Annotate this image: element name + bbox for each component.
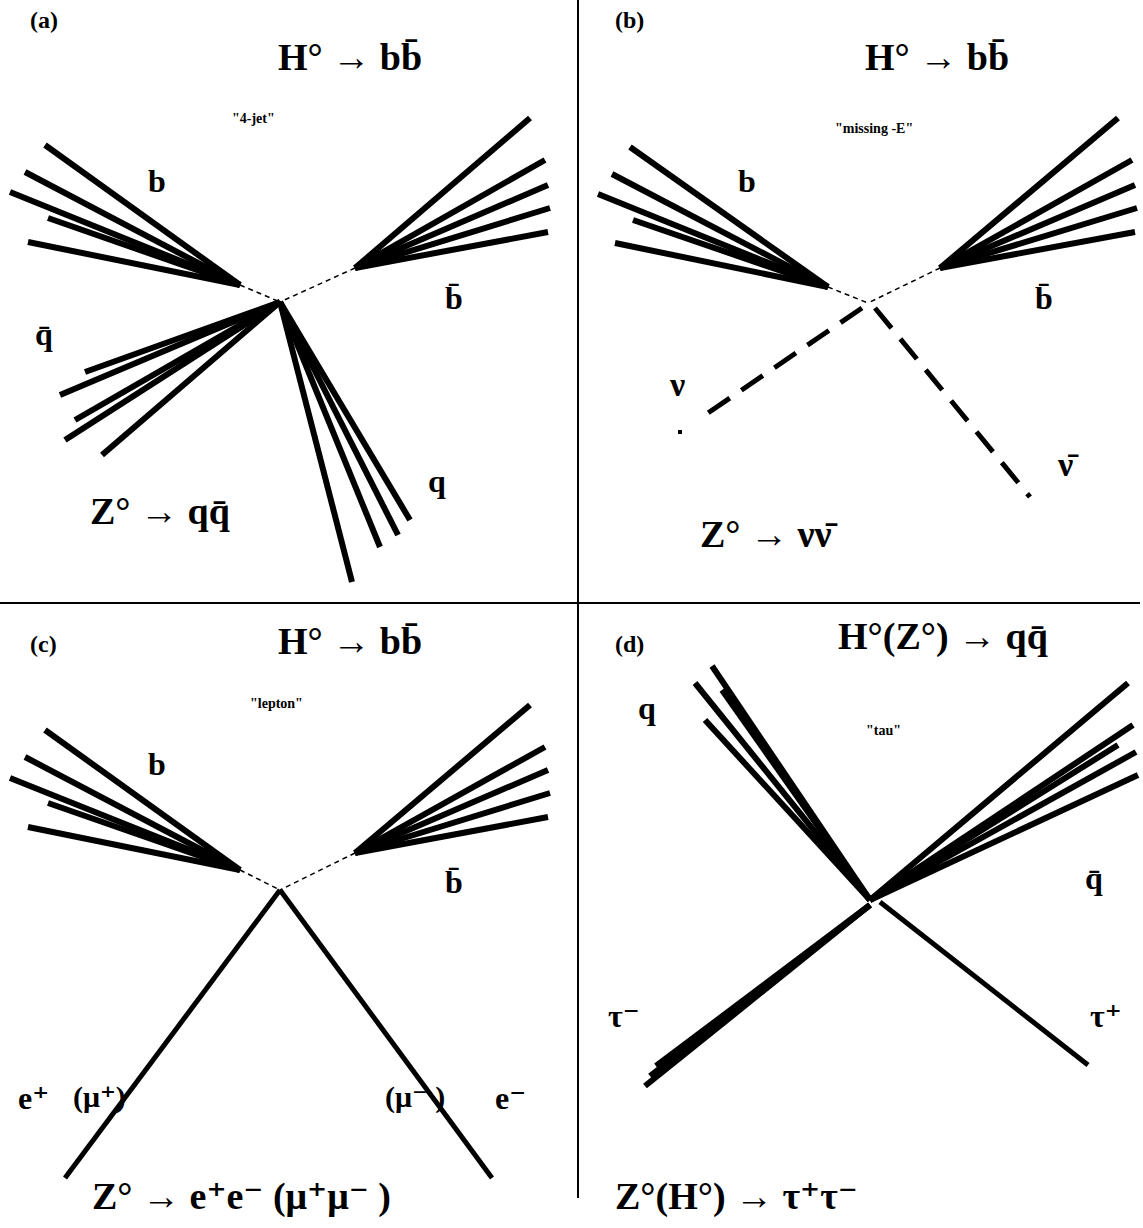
jet-track	[612, 174, 828, 287]
dashed-line	[868, 268, 940, 303]
particle-label: b̄	[445, 282, 463, 314]
particle-label: H° → bb̄	[865, 38, 1009, 76]
jet-track	[102, 302, 280, 455]
lepton-line	[65, 890, 280, 1178]
particle-label: (b)	[615, 8, 644, 32]
jet-track	[650, 905, 870, 1076]
jet-track	[65, 302, 280, 440]
particle-label: "lepton"	[250, 697, 303, 711]
particle-label: τ⁻	[608, 1000, 640, 1032]
jet-track	[10, 778, 240, 870]
jet-track	[25, 172, 240, 285]
particle-label: τ⁺	[1090, 1000, 1122, 1032]
particle-label: Z°(H°) → τ⁺τ⁻	[615, 1177, 858, 1215]
panel-dividers	[0, 0, 1140, 1198]
particle-label: "missing -E"	[835, 122, 913, 136]
jet-track	[615, 243, 828, 287]
particle-label: (c)	[30, 632, 57, 656]
jet-track	[355, 793, 550, 853]
jet-track	[355, 817, 548, 853]
jet-track	[940, 185, 1135, 268]
jet-track	[10, 192, 240, 285]
dashed-line	[240, 285, 280, 302]
jet-track	[870, 745, 1118, 900]
divider-line	[577, 0, 579, 1198]
particle-label: (μ⁻ )	[385, 1082, 445, 1112]
particle-label: H° → bb̄	[278, 38, 422, 76]
dashed-line	[280, 853, 355, 890]
particle-label: H° → bb̄	[278, 622, 422, 660]
jet-track	[280, 302, 398, 535]
jet-track	[355, 232, 548, 268]
jet-track	[722, 690, 870, 900]
particle-label: H°(Z°) → qq̄	[838, 617, 1048, 655]
particle-label: (μ⁺)	[73, 1082, 126, 1112]
particle-label: b	[148, 165, 166, 197]
tau-line	[880, 902, 1088, 1065]
dashed-line	[280, 268, 355, 302]
jet-track	[705, 720, 870, 900]
jet-track	[940, 232, 1135, 268]
jet-track	[355, 185, 548, 268]
particle-label: Z° → νν̄	[700, 515, 832, 553]
particle-label: q	[428, 465, 446, 497]
jets	[10, 118, 1138, 1086]
parton-lines	[240, 268, 940, 890]
particle-label: (d)	[615, 632, 644, 656]
particle-label: q̄	[35, 318, 53, 350]
jet-track	[355, 118, 530, 268]
particle-label: Z° → e⁺e⁻ (μ⁺μ⁻ )	[92, 1177, 391, 1215]
particle-label: (a)	[30, 8, 58, 32]
jet-track	[656, 905, 870, 1066]
particle-label: e⁺	[18, 1082, 49, 1114]
jet-track	[28, 827, 240, 870]
jet-track	[355, 705, 530, 853]
particle-label: q̄	[1085, 862, 1103, 894]
particle-label: e⁻	[495, 1082, 526, 1114]
particle-label: "tau"	[866, 724, 901, 738]
jet-track	[355, 208, 550, 268]
dashed-line	[240, 870, 280, 890]
neutrino-dot	[678, 430, 682, 434]
jet-track	[60, 302, 280, 395]
particle-label: b̄	[1035, 282, 1053, 314]
jet-track	[280, 302, 352, 582]
lepton-lines	[65, 890, 1088, 1178]
particle-label: b	[738, 165, 756, 197]
particle-label: "4-jet"	[232, 112, 275, 126]
jet-track	[28, 242, 240, 285]
jet-track	[645, 905, 870, 1086]
jet-track	[870, 775, 1138, 900]
jet-track	[598, 194, 828, 287]
particle-label: q	[638, 692, 656, 724]
neutrino-lines	[705, 308, 1030, 497]
jet-track	[870, 683, 1128, 900]
jet-track	[940, 118, 1118, 268]
jet-track	[940, 208, 1137, 268]
particle-label: ν	[670, 368, 685, 402]
particle-label: b̄	[445, 866, 463, 898]
jet-track	[695, 683, 870, 900]
particle-label: ν̄	[1058, 448, 1073, 482]
particle-label: b	[148, 748, 166, 780]
divider-line	[0, 602, 1140, 604]
neutrino-line	[875, 308, 1030, 497]
jet-track	[25, 757, 240, 870]
lepton-line	[280, 890, 492, 1178]
particle-label: Z° → qq̄	[90, 492, 230, 530]
jet-track	[280, 302, 380, 547]
jet-track	[712, 666, 870, 900]
neutrino-line	[705, 308, 862, 415]
dashed-line	[828, 287, 868, 303]
jet-track	[355, 770, 548, 853]
jet-track	[870, 725, 1133, 900]
